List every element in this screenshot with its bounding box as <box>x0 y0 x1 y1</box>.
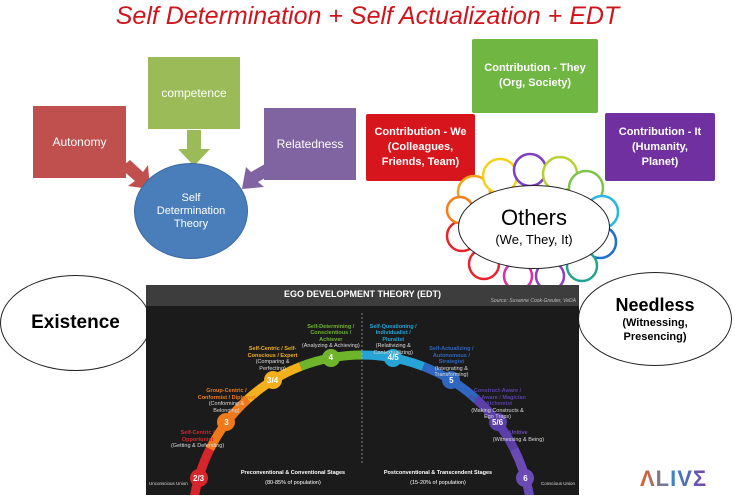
stage-label: Self-Centric / Opportunist(Getting & Def… <box>169 430 227 450</box>
stage-label: Unitive(Witnessing & Being) <box>489 430 547 443</box>
sdt-theory-line2: Determination <box>156 204 226 217</box>
stage-label-sub: (Making Constructs & Ego Traps) <box>471 407 524 421</box>
edt-title: EGO DEVELOPMENT THEORY (EDT) <box>283 289 441 299</box>
contribution-we-box: Contribution - We (Colleagues, Friends, … <box>366 114 475 181</box>
stage-label-title: Self-Questioning / Individualist / Plura… <box>369 323 417 343</box>
stage-label-title: Self-Centric / Opportunist <box>180 430 215 443</box>
edt-source: Source: Susanne Cook-Greuter, VeDA <box>490 298 576 304</box>
stage-label-title: Unitive <box>509 430 528 437</box>
stage-marker: 4/5 <box>384 348 403 367</box>
competence-arrow <box>178 130 210 166</box>
footer-left-sub: (80-85% of population) <box>265 480 321 486</box>
stage-label-title: Self-Determining / Conscientious / Achie… <box>307 323 355 343</box>
sdt-theory-line1: Self <box>181 191 201 204</box>
edt-header <box>146 285 579 306</box>
stage-label: Self-Questioning / Individualist / Plura… <box>364 324 422 357</box>
footer-right-sub: (15-20% of population) <box>410 480 466 486</box>
stage-marker: 4 <box>321 348 340 367</box>
edt-panel <box>146 285 579 495</box>
needless-line1: (Witnessing, <box>622 317 688 329</box>
contribution-it-line1: Contribution - It <box>618 125 702 138</box>
contribution-it-box: Contribution - It (Humanity, Planet) <box>605 113 715 181</box>
conscious-label: Conscious Union <box>540 481 575 486</box>
needless-title: Needless <box>615 295 695 315</box>
contribution-they-box: Contribution - They (Org, Society) <box>472 39 598 113</box>
stage-label: Self-Determining / Conscientious / Achie… <box>302 324 360 350</box>
ring-circle <box>512 152 548 188</box>
contribution-they-line2: (Org, Society) <box>498 77 572 89</box>
contribution-it-line2: (Humanity, <box>631 140 688 153</box>
stage-label-sub: (Getting & Defending) <box>170 443 225 450</box>
alive-logo-text: ΛLIVΣ <box>640 466 708 491</box>
needless-line2: Presencing) <box>623 331 687 343</box>
competence-box: competence <box>148 57 240 129</box>
contribution-it-line3: Planet) <box>641 155 679 168</box>
autonomy-arrow <box>120 160 150 189</box>
contribution-we-line3: Friends, Team) <box>381 156 460 168</box>
needless-ellipse: Needless (Witnessing, Presencing) <box>578 272 732 366</box>
stage-marker: 3 <box>217 413 236 432</box>
autonomy-box: Autonomy <box>33 106 126 178</box>
stage-label-sub: (Analyzing & Achieving) <box>301 343 360 350</box>
stage-marker: 6 <box>516 469 535 488</box>
others-subtitle: (We, They, It) <box>495 232 573 247</box>
stage-label: Self-Actualizing / Autonomous / Strategi… <box>422 346 480 379</box>
page-title: Self Determination + Self Actualization … <box>115 2 620 30</box>
stage-label-title: Self-Centric / Self-Conscious / Expert <box>247 346 298 359</box>
alive-logo: ΛLIVΣ <box>640 466 707 492</box>
unconscious-label: Unconscious Union <box>149 481 188 486</box>
others-ellipse: Others (We, They, It) <box>458 185 610 269</box>
sdt-theory-line3: Theory <box>173 217 209 230</box>
stage-label-title: Group-Centric / Conformist / Diplomat <box>197 388 256 401</box>
stage-label-sub: (Conforming & Belonging) <box>208 401 245 414</box>
stage-marker: 2/3 <box>189 469 208 488</box>
stage-label-sub: (Relativizing & Contextualizing) <box>373 343 413 356</box>
existence-label: Existence <box>31 312 120 333</box>
stage-marker: 3/4 <box>263 371 282 390</box>
contribution-we-line1: Contribution - We <box>374 126 467 138</box>
others-title: Others <box>500 205 568 230</box>
stage-label: Self-Centric / Self-Conscious / Expert(C… <box>244 346 302 372</box>
stage-label: Group-Centric / Conformist / Diplomat(Co… <box>197 388 255 414</box>
footer-right-title: Postconventional & Transcendent Stages <box>383 470 493 476</box>
contribution-they-line1: Contribution - They <box>484 62 586 74</box>
relatedness-arrow <box>242 160 282 189</box>
stage-label: Construct-Aware / Ego-Aware / Magician /… <box>469 388 527 421</box>
stage-marker: 5 <box>442 371 461 390</box>
existence-ellipse: Existence <box>0 275 151 371</box>
contribution-we-line2: (Colleagues, <box>387 141 454 153</box>
stage-marker: 5/6 <box>488 413 507 432</box>
stage-label-sub: (Integrating & Transforming) <box>434 365 469 379</box>
footer-left-title: Preconventional & Conventional Stages <box>240 470 346 476</box>
stage-label-sub: (Witnessing & Being) <box>492 436 545 443</box>
stage-label-title: Self-Actualizing / Autonomous / Strategi… <box>429 346 474 366</box>
stage-label-sub: (Comparing & Perfecting) <box>255 359 290 372</box>
stage-label-title: Construct-Aware / Ego-Aware / Magician /… <box>469 388 526 408</box>
sdt-ellipse: Self Determination Theory <box>134 163 248 259</box>
